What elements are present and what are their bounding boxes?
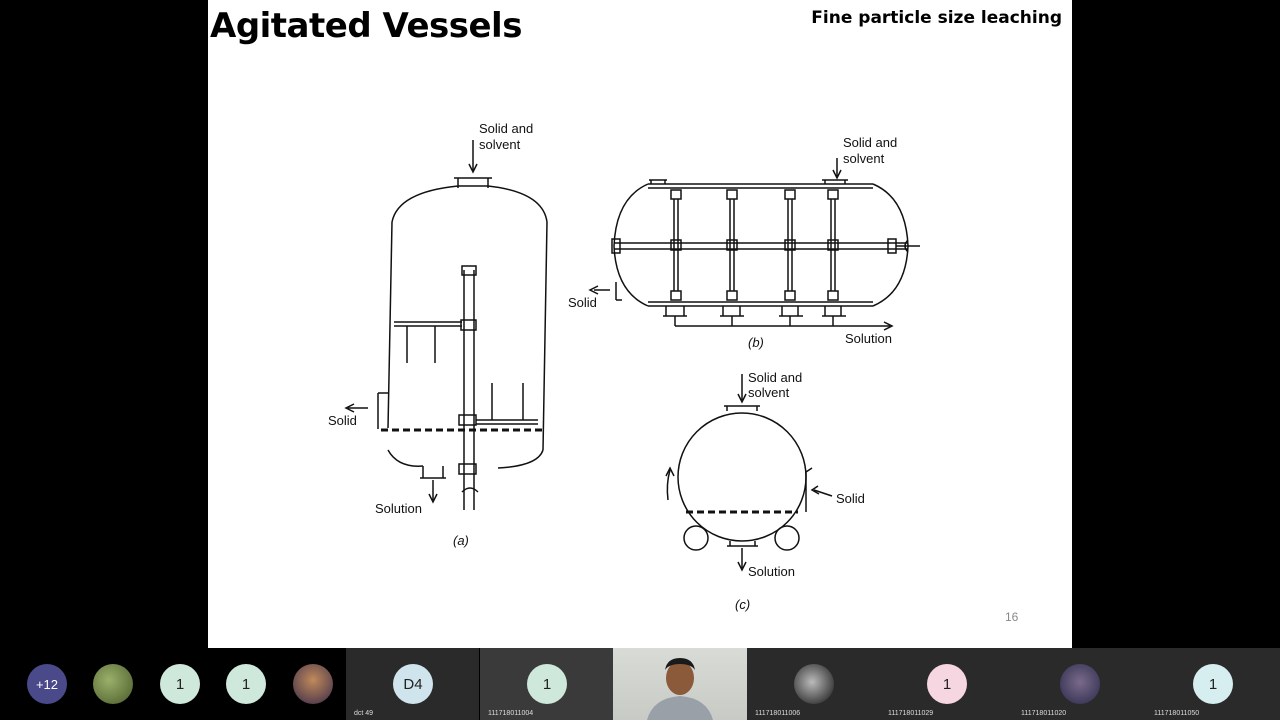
slide-page-number: 16 [1005,610,1019,624]
participant-tile[interactable]: 111718011006 [747,648,880,720]
participant-strip: +12 1 1 D4 dct 49 1 111718011004 1117180… [0,648,1280,720]
participant-avatar[interactable]: D4 [393,664,433,704]
participant-tile[interactable]: 1 111718011004 [480,648,613,720]
participant-avatar[interactable] [1060,664,1100,704]
vessel-c-feed-label-1: Solid and [748,370,802,385]
participant-tile[interactable]: 1 [199,648,332,720]
vessel-c-solid-label: Solid [836,491,865,506]
participant-tile[interactable] [66,648,199,720]
participant-name: 111718011020 [1021,710,1067,717]
vessel-c-solution-label: Solution [748,564,795,579]
more-participants-avatar[interactable]: +12 [27,664,67,704]
vessel-a-feed-label-2: solvent [479,137,521,152]
agitated-vessels-diagram: Solid and solvent [328,121,920,612]
vessel-b-solid-label: Solid [568,295,597,310]
slide-subtitle: Fine particle size leaching [811,8,1062,28]
participant-avatar[interactable]: 1 [226,664,266,704]
vessel-b-feed-label-2: solvent [843,151,885,166]
participant-avatar[interactable]: 1 [160,664,200,704]
vessel-a-feed-label-1: Solid and [479,121,533,136]
participant-tile[interactable]: 1 111718011029 [880,648,1013,720]
participant-avatar[interactable]: 1 [927,664,967,704]
participant-avatar[interactable]: 1 [1193,664,1233,704]
presenter-video[interactable] [613,648,747,720]
participant-tile[interactable]: +12 [0,648,133,720]
participant-avatar[interactable]: 1 [527,664,567,704]
vessel-c: Solid and solvent Solid Solution (c) [665,370,865,612]
vessel-a-solid-label: Solid [328,413,357,428]
participant-name: 111718011004 [488,710,534,717]
participant-name: dct 49 [354,710,374,717]
participant-name: 111718011029 [888,710,934,717]
participant-tile[interactable]: 1 [133,648,266,720]
vessel-b: Solid and solvent [568,135,920,350]
vessel-b-solution-label: Solution [845,331,892,346]
vessel-c-feed-label-2: solvent [748,385,790,400]
vessel-a: Solid and solvent [328,121,548,548]
participant-avatar[interactable] [93,664,133,704]
participant-avatar[interactable] [794,664,834,704]
participant-tile[interactable]: 111718011020 [1013,648,1146,720]
participant-name: 111718011006 [755,710,801,717]
participant-tile[interactable]: D4 dct 49 [346,648,479,720]
vessel-a-solution-label: Solution [375,501,422,516]
slide-title: Agitated Vessels [210,6,522,46]
presenter-silhouette-icon [647,658,713,720]
vessel-b-caption: (b) [748,335,764,350]
vessel-b-feed-label-1: Solid and [843,135,897,150]
vessel-c-caption: (c) [735,597,750,612]
participant-name: 111718011050 [1154,710,1200,717]
participant-tile[interactable] [266,648,399,720]
vessel-a-caption: (a) [453,533,469,548]
presentation-slide: Agitated Vessels Fine particle size leac… [208,0,1072,648]
participant-tile[interactable]: 1 111718011050 [1146,648,1280,720]
participant-avatar[interactable] [293,664,333,704]
